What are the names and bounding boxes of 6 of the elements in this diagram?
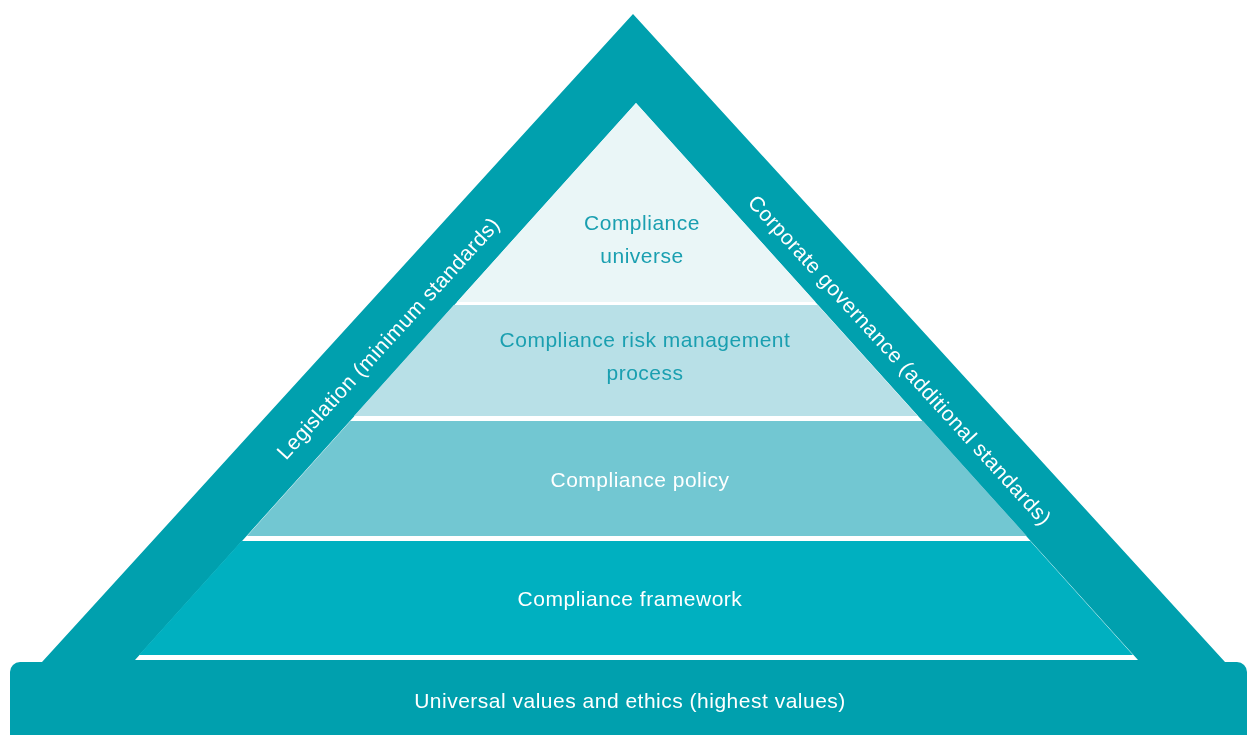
base-label: Universal values and ethics (highest values)	[414, 687, 846, 714]
layer-label: Compliance risk management process	[498, 327, 792, 386]
layer-label: Compliance universe	[583, 210, 701, 269]
base-bar	[10, 662, 1247, 735]
layer-label: Compliance framework	[516, 585, 744, 612]
layer-label: Compliance policy	[549, 466, 731, 493]
